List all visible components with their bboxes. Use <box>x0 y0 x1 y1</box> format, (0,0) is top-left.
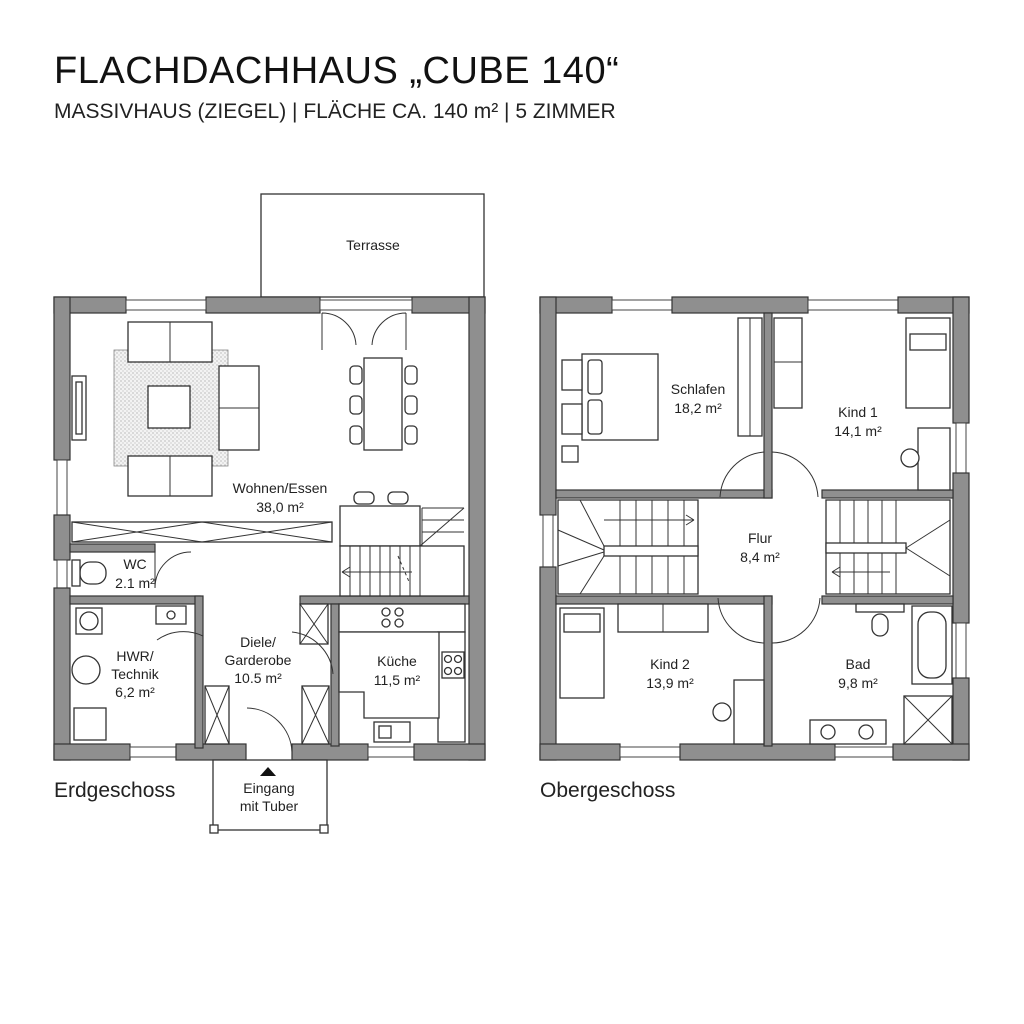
room-wc-area: 2.1 m² <box>115 575 155 591</box>
upper-floor-label: Obergeschoss <box>540 779 675 802</box>
room-hall-area: 10.5 m² <box>234 670 282 686</box>
room-hwr-name1: HWR/ <box>116 648 153 664</box>
entrance-line1: Eingang <box>243 780 294 796</box>
upper-floor-plan <box>539 296 970 761</box>
room-bedroom-name: Schlafen <box>671 381 725 397</box>
entrance-arrow-icon <box>260 767 276 776</box>
room-hwr-area: 6,2 m² <box>115 684 155 700</box>
room-hwr-name2: Technik <box>111 666 159 682</box>
ground-floor-plan <box>53 193 486 834</box>
plan-title: FLACHDACHHAUS „CUBE 140“ <box>54 50 620 92</box>
room-kitchen-area: 11,5 m² <box>374 672 421 688</box>
room-kid1-area: 14,1 m² <box>834 423 882 439</box>
ground-floor-label: Erdgeschoss <box>54 779 175 802</box>
plan-subtitle: MASSIVHAUS (ZIEGEL) | FLÄCHE CA. 140 m² … <box>54 100 616 123</box>
room-terrace: Terrasse <box>346 237 400 253</box>
room-hall-name2: Garderobe <box>225 652 292 668</box>
entrance-line2: mit Tuber <box>240 798 299 814</box>
room-bedroom-area: 18,2 m² <box>674 400 722 416</box>
room-hall-name1: Diele/ <box>240 634 276 650</box>
room-kid2-area: 13,9 m² <box>646 675 694 691</box>
room-bath-area: 9,8 m² <box>838 675 878 691</box>
room-wc-name: WC <box>123 556 146 572</box>
room-kid2-name: Kind 2 <box>650 656 690 672</box>
room-bath-name: Bad <box>846 656 871 672</box>
room-living-area: 38,0 m² <box>256 499 304 515</box>
room-kid1-name: Kind 1 <box>838 404 878 420</box>
room-kitchen-name: Küche <box>377 653 417 669</box>
room-hallway-area: 8,4 m² <box>740 549 780 565</box>
terrace-outline <box>260 193 485 298</box>
room-hallway-name: Flur <box>748 530 772 546</box>
room-living-name: Wohnen/Essen <box>233 480 328 496</box>
